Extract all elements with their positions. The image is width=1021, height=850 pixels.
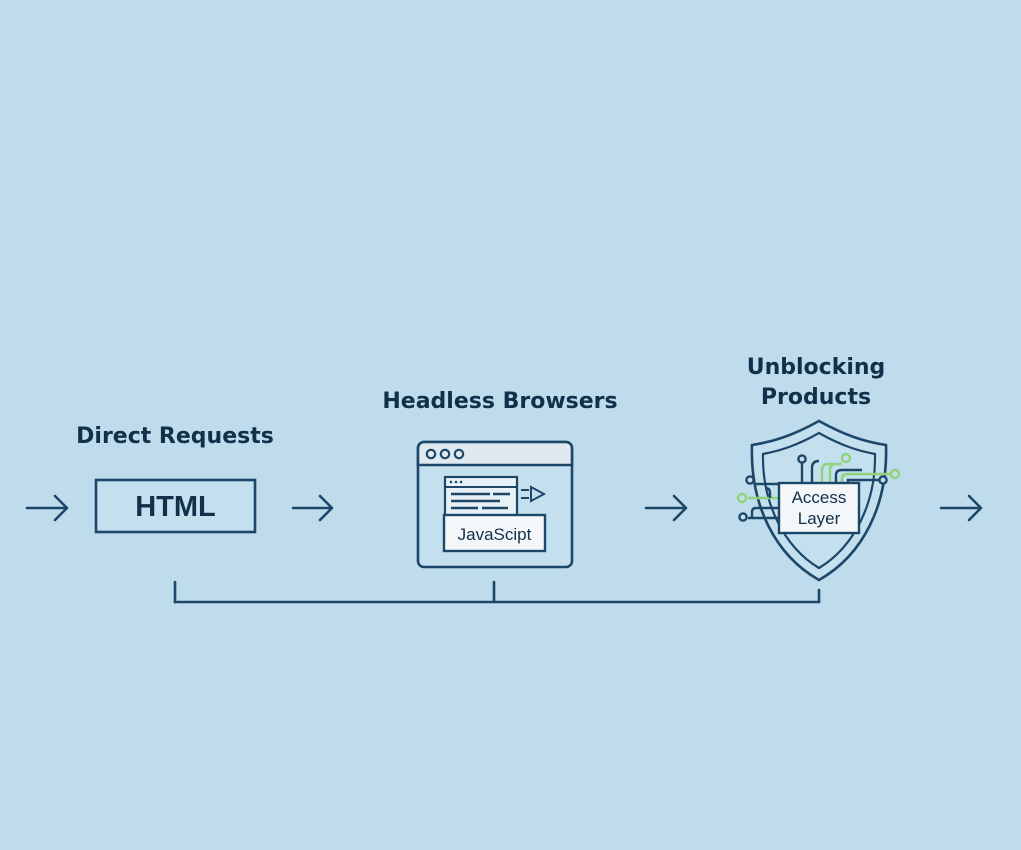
arrow-icon [291, 494, 334, 522]
shield-circuit-icon: Access Layer [736, 419, 901, 582]
browser-window-icon: JavaScipt [416, 440, 574, 569]
stage-title-unblocking-products: Unblocking Products [700, 353, 932, 413]
stage-title-line1: Unblocking [746, 355, 886, 380]
html-box-label: HTML [135, 491, 216, 523]
bracket-connector [173, 580, 821, 604]
arrow-icon [644, 494, 688, 522]
stage-title-line2: Products [760, 385, 872, 410]
javascript-label: JavaScipt [458, 525, 532, 544]
access-layer-line1: Access [792, 488, 847, 507]
stage-title-headless-browsers: Headless Browsers [382, 389, 618, 414]
arrow-icon [25, 494, 69, 522]
html-box: HTML [94, 478, 257, 534]
access-layer-line2: Layer [798, 509, 841, 528]
stage-title-direct-requests: Direct Requests [76, 424, 274, 449]
arrow-icon [939, 494, 983, 522]
